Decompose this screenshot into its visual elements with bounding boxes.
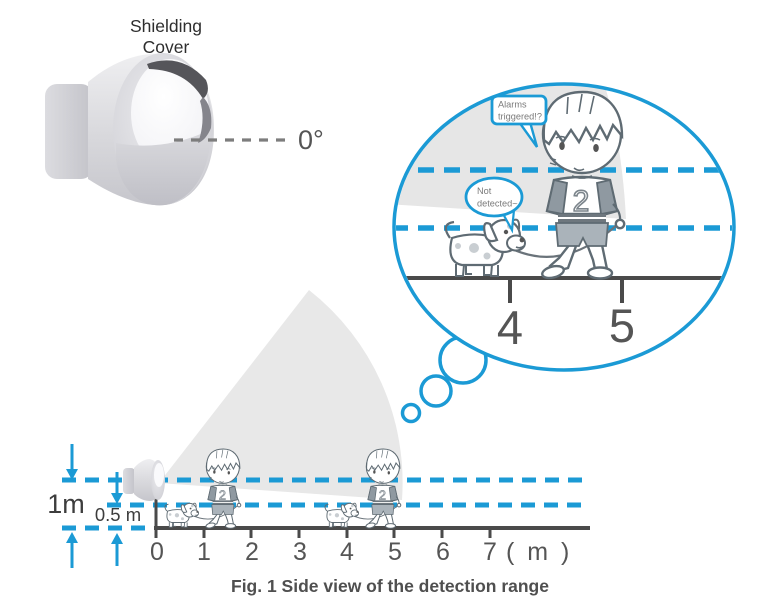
not-detected-speech-bubble: Not detected~ [464, 176, 524, 234]
axis-unit-label: ( m ) [506, 538, 572, 566]
thought-circle-medium [419, 374, 453, 408]
zero-degree-label: 0° [298, 125, 324, 155]
magnifier-bubble-outline [392, 82, 736, 372]
axis-tick-3: 3 [293, 538, 307, 566]
not-detected-line2: detected~ [477, 199, 518, 209]
axis-tick-0: 0 [150, 538, 164, 566]
axis-tick-4: 4 [340, 538, 354, 566]
alarm-speech-bubble: Alarms triggered!? [490, 94, 548, 148]
shielding-cover-label-line2: Cover [143, 37, 190, 57]
magnified-dashed-lines [396, 167, 732, 231]
alarm-bubble-line2: triggered!? [498, 112, 542, 122]
axis-tick-7: 7 [483, 538, 497, 566]
height-measure-arrows [66, 444, 123, 568]
not-detected-line1: Not [477, 186, 492, 196]
figure-caption: Fig. 1 Side view of the detection range [231, 576, 549, 596]
shielding-cover-photo [45, 53, 214, 206]
axis-tick-6: 6 [436, 538, 450, 566]
magnified-tick-4: 4 [497, 301, 523, 354]
alarm-bubble-line1: Alarms [498, 100, 527, 110]
magnified-tick-5: 5 [609, 299, 635, 352]
axis-tick-1: 1 [197, 538, 211, 566]
detection-cone [159, 290, 403, 500]
sensor-device [123, 459, 165, 501]
height-label-1m: 1m [47, 489, 85, 519]
axis-tick-5: 5 [388, 538, 402, 566]
shielding-cover-label-line1: Shielding [130, 16, 202, 36]
axis-tick-2: 2 [245, 538, 259, 566]
magnifier-bubble: 4 5 Alarms triggered!? Not detected~ [392, 82, 736, 372]
magnified-ticks [508, 278, 624, 303]
height-label-0-5m: 0.5 m [95, 504, 141, 525]
thought-circle-small [400, 402, 422, 424]
thought-circles [400, 335, 488, 424]
axis-tick-labels: 0 1 2 3 4 5 6 7 [150, 538, 497, 566]
